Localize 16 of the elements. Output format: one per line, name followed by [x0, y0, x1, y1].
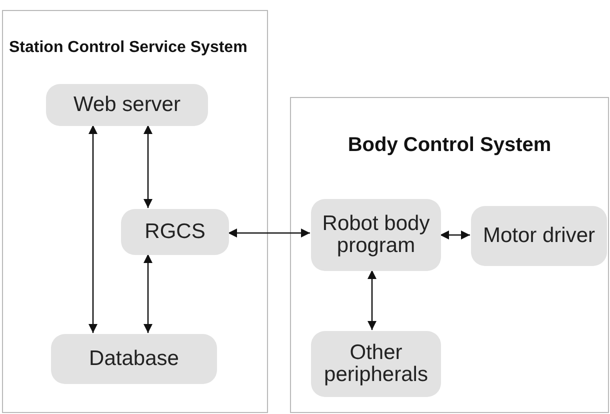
arrow — [368, 270, 376, 330]
process-box: Other peripherals — [311, 331, 441, 397]
process-box: Motor driver — [471, 206, 607, 266]
arrow — [88, 125, 98, 333]
process-box: RGCS — [121, 209, 229, 255]
panel-title: Station Control Service System — [9, 39, 248, 57]
arrow — [440, 230, 470, 240]
arrow — [144, 254, 152, 333]
arrow — [144, 125, 152, 208]
process-box: Database — [51, 334, 217, 384]
arrow — [228, 228, 310, 238]
panel-title: Body Control System — [348, 134, 552, 157]
process-box: Web server — [46, 84, 208, 126]
system-panel — [2, 10, 268, 413]
process-box: Robot body program — [311, 199, 441, 271]
system-panel — [290, 97, 609, 413]
